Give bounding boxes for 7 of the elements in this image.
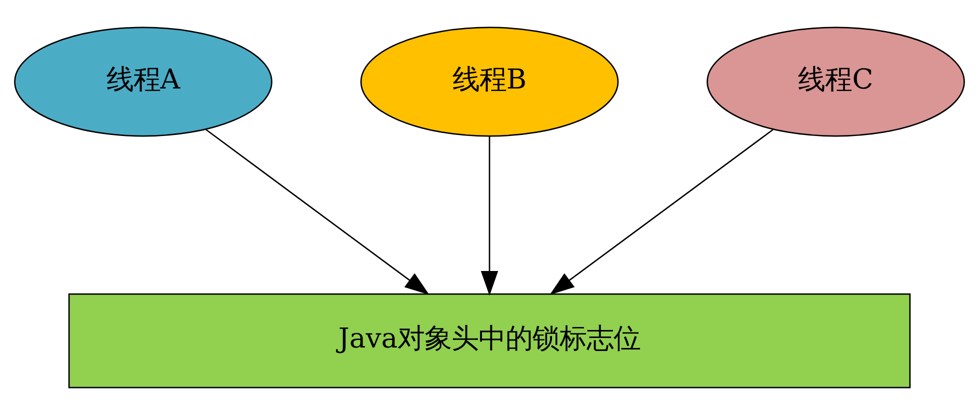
node-ellipse: 线程A [14, 26, 272, 136]
node-ellipse: 线程C [706, 26, 965, 136]
arrow [550, 128, 774, 294]
node-box: Java对象头中的锁标志位 [68, 292, 911, 388]
node-ellipse: 线程B [360, 26, 619, 136]
arrow [480, 136, 498, 296]
arrow [205, 128, 430, 294]
